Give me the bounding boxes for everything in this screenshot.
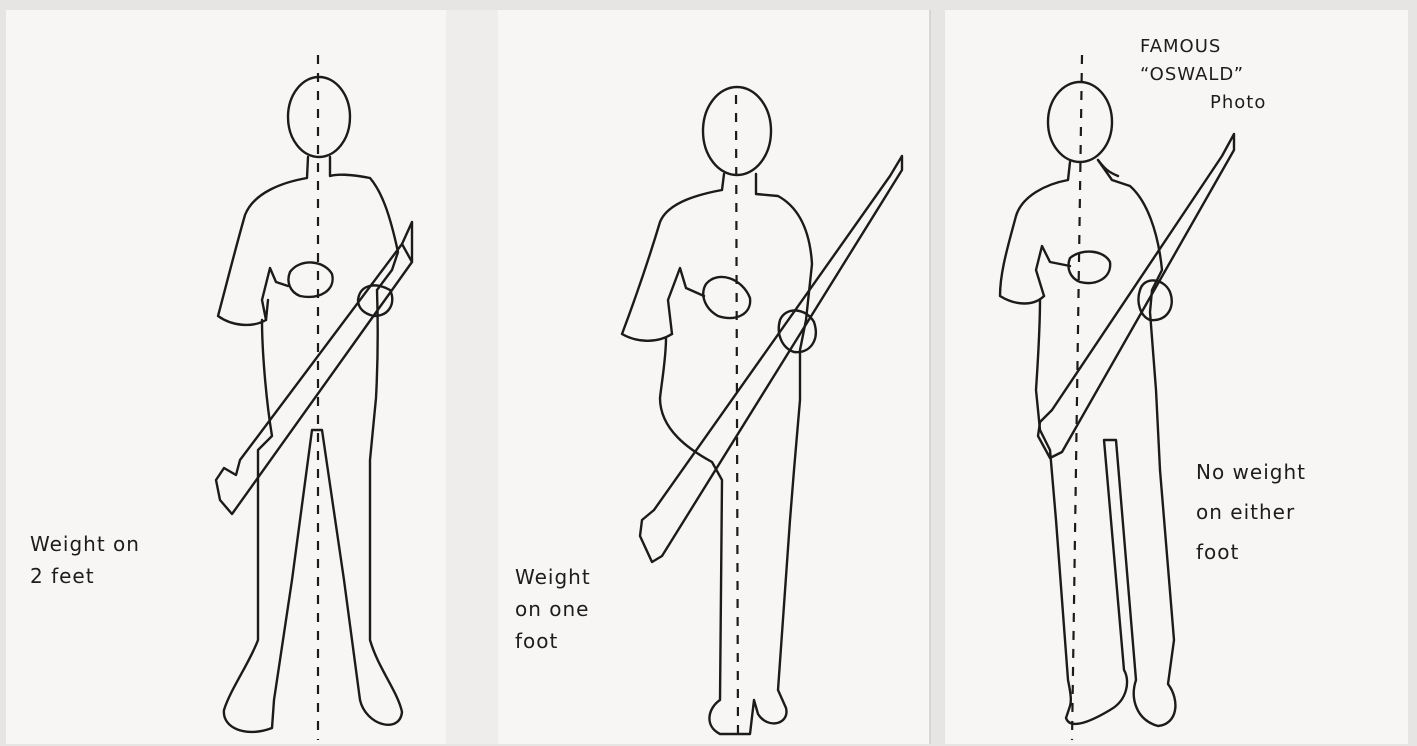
note-line-3: Photo bbox=[1140, 89, 1266, 117]
famous-oswald-photo-note: FAMOUS “OSWALD” Photo bbox=[1140, 33, 1266, 117]
caption-weight-on-2-feet: Weight on 2 feet bbox=[30, 528, 140, 592]
caption-weight-on-one-foot: Weight on one foot bbox=[515, 561, 591, 657]
paper-panel-2 bbox=[446, 10, 498, 744]
note-line-1: FAMOUS bbox=[1140, 33, 1266, 61]
caption-no-weight-on-either-foot: No weight on either foot bbox=[1196, 452, 1306, 572]
paper-panel-3 bbox=[945, 10, 1408, 744]
note-line-2: “OSWALD” bbox=[1140, 61, 1266, 89]
paper-panel-1 bbox=[6, 10, 446, 744]
